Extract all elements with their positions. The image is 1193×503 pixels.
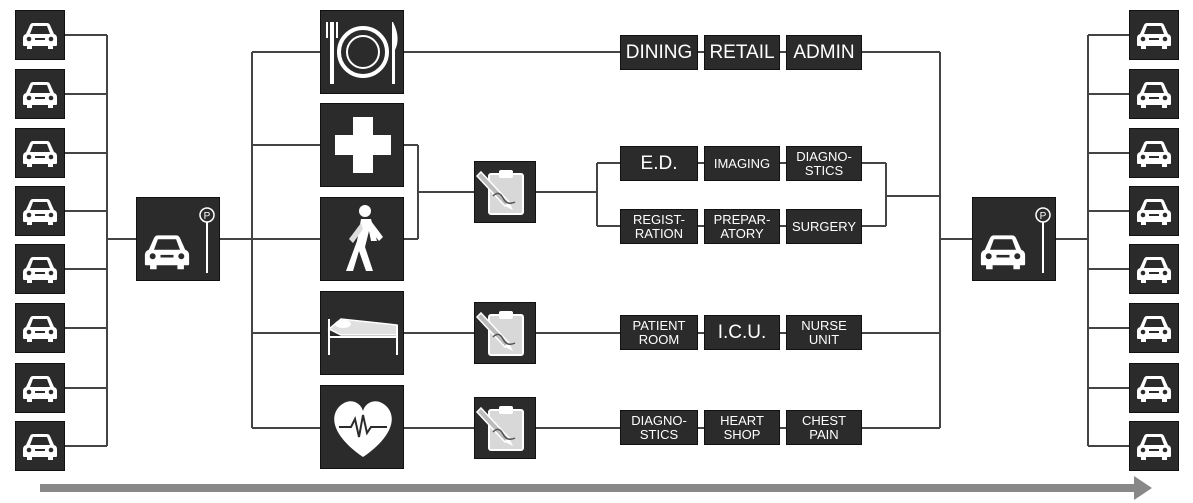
car-icon: [1134, 373, 1174, 403]
dept-preparatory: PREPAR- ATORY: [704, 209, 780, 244]
car-icon: [20, 20, 60, 50]
dept-imaging: IMAGING: [704, 146, 780, 181]
parking-garage-icon: P: [144, 207, 215, 273]
checkin-tile: [474, 161, 536, 223]
heart-pulse-icon: [334, 401, 392, 457]
car-icon: [1134, 254, 1174, 284]
car-icon: [20, 431, 60, 461]
car-tile: [15, 363, 65, 413]
dining-tile: [320, 10, 404, 94]
clipboard-checkin-icon: [475, 162, 535, 222]
parking-sign-label: P: [204, 211, 211, 222]
dept-admin: ADMIN: [786, 35, 862, 70]
dept-patient-room: PATIENT ROOM: [620, 315, 698, 350]
car-icon: [20, 79, 60, 109]
car-icon: [20, 373, 60, 403]
car-icon: [1134, 196, 1174, 226]
car-tile: [1129, 69, 1179, 119]
dept-diagnostics: DIAGNO- STICS: [786, 146, 862, 181]
dept-surgery: SURGERY: [786, 209, 862, 244]
car-tile: [1129, 303, 1179, 353]
checkin-tile: [474, 302, 536, 364]
car-icon: [20, 196, 60, 226]
car-icon: [20, 254, 60, 284]
dept-registration: REGIST- RATION: [620, 209, 698, 244]
parking-garage-tile-departure: P: [972, 197, 1056, 281]
car-icon: [1134, 79, 1174, 109]
medical-cross-icon: [335, 117, 391, 173]
car-icon: [20, 313, 60, 343]
inpatient-tile: [320, 291, 404, 375]
injured-walker-icon: [346, 205, 383, 271]
dept-retail: RETAIL: [704, 35, 780, 70]
dept-diagnostics-cardiac: DIAGNO- STICS: [620, 410, 698, 445]
car-tile: [15, 69, 65, 119]
cardiac-tile: [320, 385, 404, 469]
car-tile: [15, 303, 65, 353]
parking-garage-tile-arrival: P: [136, 197, 220, 281]
hospital-bed-icon: [327, 318, 398, 355]
checkin-tile: [474, 397, 536, 459]
car-tile: [1129, 186, 1179, 236]
clipboard-checkin-icon: [475, 303, 535, 363]
car-icon: [1134, 20, 1174, 50]
car-tile: [1129, 363, 1179, 413]
car-tile: [1129, 128, 1179, 178]
parking-sign-label: P: [1040, 211, 1047, 222]
car-icon: [20, 138, 60, 168]
dept-ed: E.D.: [620, 146, 698, 181]
parking-garage-icon: P: [980, 207, 1051, 273]
car-tile: [15, 244, 65, 294]
walk-in-tile: [320, 197, 404, 281]
dept-chest-pain: CHEST PAIN: [786, 410, 862, 445]
dining-plate-icon: [326, 22, 398, 84]
dept-heart-shop: HEART SHOP: [704, 410, 780, 445]
car-tile: [15, 186, 65, 236]
car-tile: [15, 10, 65, 60]
dept-icu: I.C.U.: [704, 315, 780, 350]
car-tile: [15, 128, 65, 178]
car-tile: [1129, 244, 1179, 294]
dept-nurse-unit: NURSE UNIT: [786, 315, 862, 350]
car-tile: [1129, 10, 1179, 60]
car-tile: [1129, 421, 1179, 471]
car-tile: [15, 421, 65, 471]
clipboard-checkin-icon: [475, 398, 535, 458]
car-icon: [1134, 313, 1174, 343]
emergency-tile: [320, 103, 404, 187]
timeline-arrow: [40, 476, 1152, 500]
car-icon: [1134, 431, 1174, 461]
car-icon: [1134, 138, 1174, 168]
dept-dining: DINING: [620, 35, 698, 70]
